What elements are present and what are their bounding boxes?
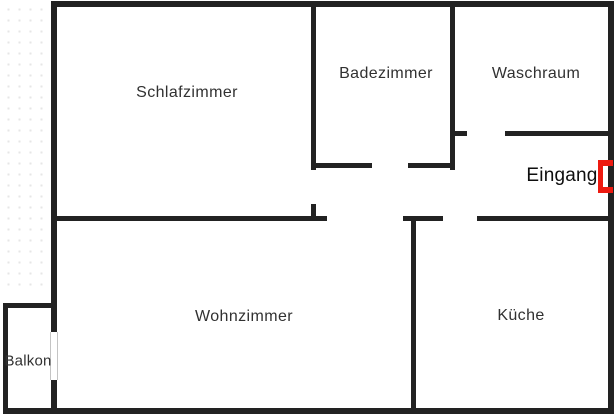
wall-badezimmer-right: [450, 1, 455, 170]
wall-outer-bottom: [3, 408, 614, 414]
wall-balcony-left: [3, 303, 8, 414]
wall-outer-top: [51, 1, 614, 7]
wall-balcony-top: [3, 303, 57, 308]
wall-outer-left-upper: [51, 1, 57, 332]
wall-divider-right: [477, 216, 614, 221]
wall-waschraum-bottom-stub: [450, 131, 467, 136]
room-label-balkon: Balkon: [4, 352, 52, 370]
entrance-door-icon: [598, 160, 613, 193]
balcony-door: [50, 332, 58, 380]
wall-badezimmer-bottom-left: [311, 163, 372, 168]
wall-badezimmer-bottom-right: [408, 163, 455, 168]
wall-outer-left-lower: [51, 380, 57, 414]
room-label-kueche: Küche: [497, 307, 545, 324]
wall-badezimmer-left: [311, 1, 316, 170]
room-label-schlafzimmer: Schlafzimmer: [136, 84, 238, 101]
dot-pattern-decoration: [0, 0, 48, 293]
wall-outer-right: [608, 1, 614, 414]
room-label-eingang: Eingang: [526, 165, 598, 186]
wall-divider-left: [51, 216, 327, 221]
wall-waschraum-bottom: [505, 131, 614, 136]
room-label-badezimmer: Badezimmer: [339, 65, 433, 82]
wall-divider-jamb: [311, 204, 316, 221]
room-label-waschraum: Waschraum: [491, 65, 581, 82]
room-label-wohnzimmer: Wohnzimmer: [195, 308, 293, 325]
wall-kueche-left: [411, 216, 416, 414]
wall-divider-mid: [403, 216, 443, 221]
